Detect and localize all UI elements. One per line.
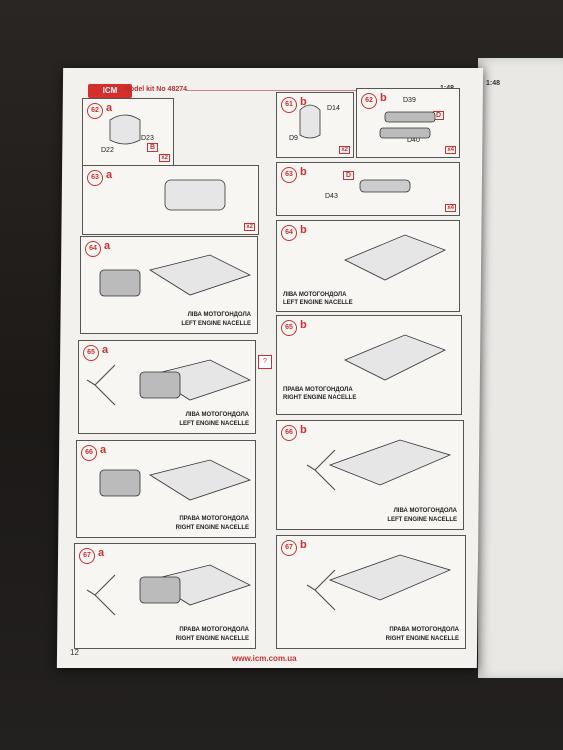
- footer-url: www.icm.com.ua: [232, 654, 297, 663]
- part-label: D43: [325, 193, 338, 200]
- caption-en: RIGHT ENGINE NACELLE: [175, 636, 249, 642]
- caption-ua: ПРАВА МОТОГОНДОЛА: [389, 627, 459, 633]
- step-number: 65: [281, 320, 297, 336]
- step-number: 63: [281, 167, 297, 183]
- icm-logo: ICM: [88, 84, 132, 98]
- caption-en: LEFT ENGINE NACELLE: [179, 421, 249, 427]
- step-suffix: b: [300, 319, 307, 331]
- step-number: 62: [361, 93, 377, 109]
- step-number: 64: [85, 241, 101, 257]
- caption-en: RIGHT ENGINE NACELLE: [385, 636, 459, 642]
- step-suffix: b: [300, 424, 307, 436]
- part-label: D40: [407, 137, 420, 144]
- page-number: 12: [70, 648, 79, 657]
- step-number: 66: [281, 425, 297, 441]
- caption-en: LEFT ENGINE NACELLE: [387, 517, 457, 523]
- step-suffix: a: [100, 444, 107, 456]
- multiplier-badge: x2: [244, 223, 255, 231]
- step-suffix: b: [300, 96, 307, 108]
- step-number: 67: [281, 540, 297, 556]
- caption-ua: ПРАВА МОТОГОНДОЛА: [179, 627, 249, 633]
- step-number: 64: [281, 225, 297, 241]
- caption-ua: ПРАВА МОТОГОНДОЛА: [179, 516, 249, 522]
- caption-ua: ЛІВА МОТОГОНДОЛА: [185, 412, 249, 418]
- step-suffix: b: [380, 92, 387, 104]
- step-suffix: b: [300, 539, 307, 551]
- step-suffix: a: [98, 547, 105, 559]
- step-suffix: b: [300, 166, 307, 178]
- step-suffix: a: [102, 344, 109, 356]
- step-number: 61: [281, 97, 297, 113]
- callout-box: ?: [258, 355, 272, 369]
- part-label: D39: [403, 97, 416, 104]
- step-suffix: a: [104, 240, 111, 252]
- flag-box: D: [343, 171, 355, 180]
- step-suffix: a: [106, 102, 113, 114]
- right-page-scale: 1:48: [486, 80, 501, 87]
- flag-box: B: [147, 143, 159, 152]
- multiplier-badge: x4: [445, 146, 456, 154]
- caption-en: RIGHT ENGINE NACELLE: [175, 525, 249, 531]
- right-page: [478, 58, 563, 678]
- part-label: D9: [289, 135, 298, 142]
- step-number: 65: [83, 345, 99, 361]
- caption-ua: ЛІВА МОТОГОНДОЛА: [187, 312, 251, 318]
- step-suffix: b: [300, 224, 307, 236]
- kit-number: Model kit No 48274: [124, 86, 188, 93]
- step-number: 62: [87, 103, 103, 119]
- part-label: D14: [327, 105, 340, 112]
- multiplier-badge: x2: [339, 146, 350, 154]
- caption-en: LEFT ENGINE NACELLE: [181, 321, 251, 327]
- multiplier-badge: x4: [445, 204, 456, 212]
- caption-ua: ЛІВА МОТОГОНДОЛА: [283, 292, 347, 298]
- step-number: 67: [79, 548, 95, 564]
- caption-ua: ПРАВА МОТОГОНДОЛА: [283, 387, 353, 393]
- caption-en: RIGHT ENGINE NACELLE: [283, 395, 357, 401]
- multiplier-badge: x2: [159, 154, 170, 162]
- caption-en: LEFT ENGINE NACELLE: [283, 300, 353, 306]
- step-suffix: a: [106, 169, 113, 181]
- caption-ua: ЛІВА МОТОГОНДОЛА: [393, 508, 457, 514]
- step-number: 63: [87, 170, 103, 186]
- part-label: D22: [101, 147, 114, 154]
- part-label: D23: [141, 135, 154, 142]
- step-number: 66: [81, 445, 97, 461]
- step-62b-panel: 62 b D39 D40 D x4: [356, 88, 460, 158]
- header-rule: [185, 90, 425, 91]
